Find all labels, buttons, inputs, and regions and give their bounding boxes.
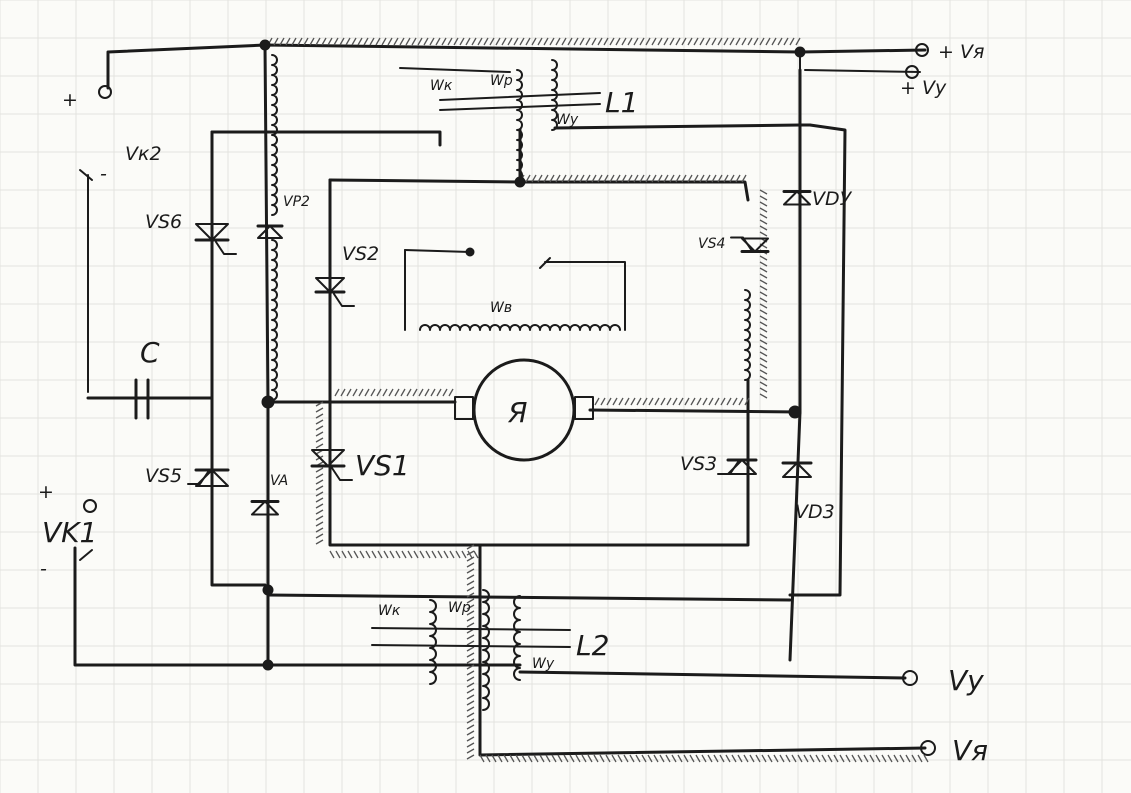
- label-vs2: VS2: [342, 243, 379, 265]
- label-vs3: VS3: [680, 453, 717, 475]
- current-path-hatching: [267, 37, 929, 763]
- inductor-windings: [271, 54, 751, 711]
- label-l1: L1: [605, 86, 638, 119]
- label-vd3: VD3: [795, 501, 835, 523]
- label-v-k2: Vк2: [125, 143, 162, 165]
- label-capacitor: C: [140, 336, 160, 369]
- label-wp-bot: Wр: [448, 600, 471, 616]
- l1-core-icon: [439, 92, 601, 111]
- terminals: [79, 43, 936, 756]
- label-minus-k1: -: [40, 558, 47, 580]
- label-vs4: VS4: [698, 236, 725, 252]
- semiconductor-devices: [187, 190, 813, 516]
- capacitor-icon: [134, 378, 150, 420]
- label-wk-bot: Wк: [378, 603, 401, 619]
- label-vs1: VS1: [355, 449, 410, 482]
- label-vs6: VS6: [145, 211, 182, 233]
- label-vp2: VP2: [283, 194, 310, 210]
- label-minus-k2: -: [100, 163, 107, 185]
- label-vdy: VDУ: [812, 188, 853, 210]
- label-l2: L2: [576, 629, 609, 662]
- label-v-ya-bot: Vя: [952, 734, 988, 767]
- label-v-y-top: + Vy: [900, 77, 947, 99]
- label-v-ya-top: + Vя: [938, 41, 984, 63]
- label-wy-bot: Wу: [532, 656, 555, 672]
- motor-icon: [454, 358, 594, 462]
- label-plus-top-left: +: [62, 89, 78, 111]
- label-v-k1: VK1: [42, 516, 97, 549]
- label-vs5: VS5: [145, 465, 182, 487]
- label-motor: Я: [507, 396, 527, 429]
- label-va: VA: [270, 473, 288, 489]
- label-wk-top: Wк: [430, 78, 453, 94]
- junction-dots: [259, 39, 806, 671]
- label-v-y-bot: Vy: [948, 664, 984, 697]
- l2-core-icon: [371, 627, 571, 648]
- label-wp-top: Wр: [490, 73, 513, 89]
- label-plus-k1: +: [38, 481, 54, 503]
- label-wy-top: Wу: [556, 112, 579, 128]
- labels: + Vя + Vy + Vк2 - Wк Wр L1 Wу VP2 VS6 VS…: [38, 41, 988, 767]
- label-wv: Wв: [490, 300, 512, 316]
